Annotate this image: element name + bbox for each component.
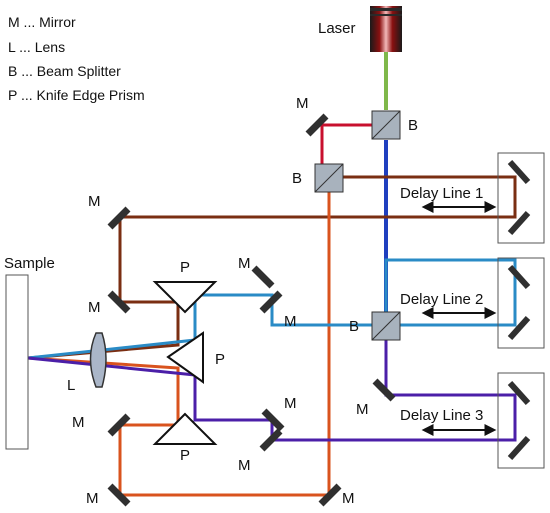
beam-splitter-middle-label: B (292, 170, 302, 187)
prism-bottom (152, 412, 218, 445)
delay-line-2-label: Delay Line 2 (400, 291, 483, 308)
laser-body (370, 6, 402, 52)
mirror-lightblue-top (251, 265, 275, 289)
delay-line-1-label: Delay Line 1 (400, 185, 483, 202)
mirror-label-lightblue-top: M (238, 255, 251, 272)
sample-slab (5, 274, 29, 450)
beams (27, 52, 517, 497)
laser: Laser (318, 6, 402, 52)
mirror-label-orange-bottom-right: M (342, 490, 355, 507)
mirror-brown-top (107, 206, 131, 230)
mirror-labels: M M M M M M M M M M M (72, 95, 369, 507)
lens-label: L (67, 377, 75, 394)
delay-line-2-box (497, 257, 545, 349)
prism-middle (166, 331, 204, 384)
mirror-label-purple-corner: M (356, 401, 369, 418)
legend-prism: P ... Knife Edge Prism (8, 87, 145, 103)
delay-lines: Delay Line 1 Delay Line 2 Delay Line 3 (398, 152, 545, 469)
delay-line-1-box (497, 152, 545, 244)
prisms (152, 281, 218, 445)
beam-splitters: B B B (292, 110, 418, 341)
mirror-lightblue-bottom (259, 290, 283, 314)
delay3-mirror-top (507, 380, 531, 406)
delay1-mirror-bottom (507, 210, 531, 236)
beam-splitter-middle: B (292, 163, 344, 193)
brown-beam (27, 175, 517, 360)
mirrors (107, 113, 396, 507)
delay1-mirror-top (507, 159, 531, 185)
legend-beam-splitter: B ... Beam Splitter (8, 63, 121, 79)
prism-top (152, 281, 218, 314)
mirror-label-brown-bottom: M (88, 299, 101, 316)
mirror-label-purple-bottom: M (238, 457, 251, 474)
prism-middle-label: P (215, 351, 225, 368)
mirror-label-purple-top: M (284, 395, 297, 412)
delay3-mirror-bottom (507, 435, 531, 461)
lens: L (67, 332, 107, 394)
delay-line-3-label: Delay Line 3 (400, 407, 483, 424)
mirror-purple-bottom (259, 428, 283, 452)
delay2-mirror-bottom (507, 315, 531, 341)
beam-splitter-lower: B (349, 311, 401, 341)
sample: Sample (4, 255, 55, 450)
mirror-label-lightblue-bottom: M (284, 313, 297, 330)
delay2-mirror-top (507, 264, 531, 290)
laser-label: Laser (318, 20, 356, 37)
mirror-red (305, 113, 329, 137)
mirror-purple-corner (372, 378, 396, 402)
mirror-label-brown-top: M (88, 193, 101, 210)
legend: M ... Mirror L ... Lens B ... Beam Split… (8, 14, 145, 103)
delay-line-3-box (497, 372, 545, 469)
prism-bottom-label: P (180, 447, 190, 464)
legend-lens: L ... Lens (8, 39, 65, 55)
mirror-label-orange-bottom-left: M (86, 490, 99, 507)
light-blue-beam (27, 258, 517, 360)
mirror-orange-bottom-right (318, 483, 342, 507)
sample-label: Sample (4, 255, 55, 272)
mirror-label-red: M (296, 95, 309, 112)
mirror-orange-top (107, 413, 131, 437)
beam-splitter-lower-label: B (349, 318, 359, 335)
beam-splitter-top: B (371, 110, 418, 140)
beam-splitter-top-label: B (408, 117, 418, 134)
mirror-orange-bottom-left (107, 483, 131, 507)
mirror-brown-bottom (107, 290, 131, 314)
prism-top-label: P (180, 259, 190, 276)
mirror-purple-top (261, 408, 285, 432)
legend-mirror: M ... Mirror (8, 14, 76, 30)
mirror-label-orange-top: M (72, 414, 85, 431)
